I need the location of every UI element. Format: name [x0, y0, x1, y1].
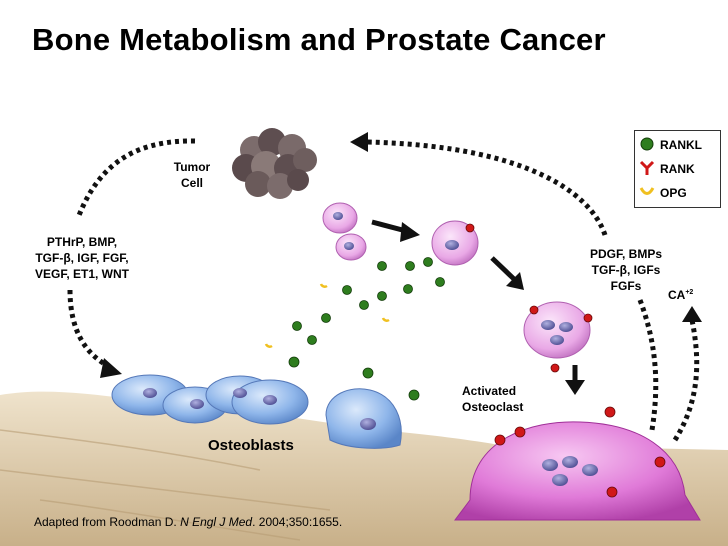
dotted-arrow-tumor-to-osteoblast	[67, 138, 196, 371]
pre-osteoclast-cell	[523, 301, 591, 359]
solid-arrow-2	[490, 256, 524, 290]
activated-osteoclast	[454, 421, 701, 521]
rankl-icon	[640, 137, 654, 151]
dotted-arrow-calcium-up	[672, 319, 700, 442]
opg-icon	[639, 187, 655, 195]
osteoblast-cell-group	[111, 374, 309, 425]
dotted-arrow-to-tumor	[364, 139, 608, 236]
left-factors-label: PTHrP, BMP, TGF-β, IGF, FGF, VEGF, ET1, …	[34, 235, 129, 281]
calcium-label: CA+2	[668, 288, 694, 302]
precursor-cell	[322, 202, 358, 234]
tumor-cell-label: Tumor Cell	[173, 160, 211, 190]
arrowhead-calcium	[682, 306, 702, 322]
citation: Adapted from Roodman D. N Engl J Med. 20…	[34, 515, 343, 529]
arrowhead-tumor	[350, 132, 368, 152]
solid-arrow-1	[371, 219, 420, 242]
rank-receptors	[465, 223, 666, 498]
osteoblast-cell	[325, 388, 402, 449]
bone-texture	[0, 429, 331, 541]
page-title: Bone Metabolism and Prostate Cancer	[32, 22, 606, 57]
arrowhead-osteoblast	[100, 358, 122, 378]
rank-icon	[639, 160, 655, 175]
tumor-cell-icon	[232, 128, 317, 199]
legend: RANKL RANK OPG	[634, 130, 721, 208]
legend-label-rankl: RANKL	[660, 138, 702, 152]
opg-particles	[264, 283, 390, 348]
osteoblasts-label: Osteoblasts	[208, 437, 294, 454]
precursor-cell	[335, 233, 367, 261]
precursor-cell-fusing	[431, 220, 479, 266]
dotted-arrow-factors-down	[637, 299, 659, 431]
legend-label-rank: RANK	[660, 162, 695, 176]
rankl-particles	[288, 257, 445, 401]
right-factors-label: PDGF, BMPs TGF-β, IGFs FGFs	[589, 247, 662, 293]
legend-label-opg: OPG	[660, 186, 687, 200]
solid-arrow-3	[565, 365, 585, 395]
activated-osteoclast-label: Activated Osteoclast	[462, 384, 524, 414]
